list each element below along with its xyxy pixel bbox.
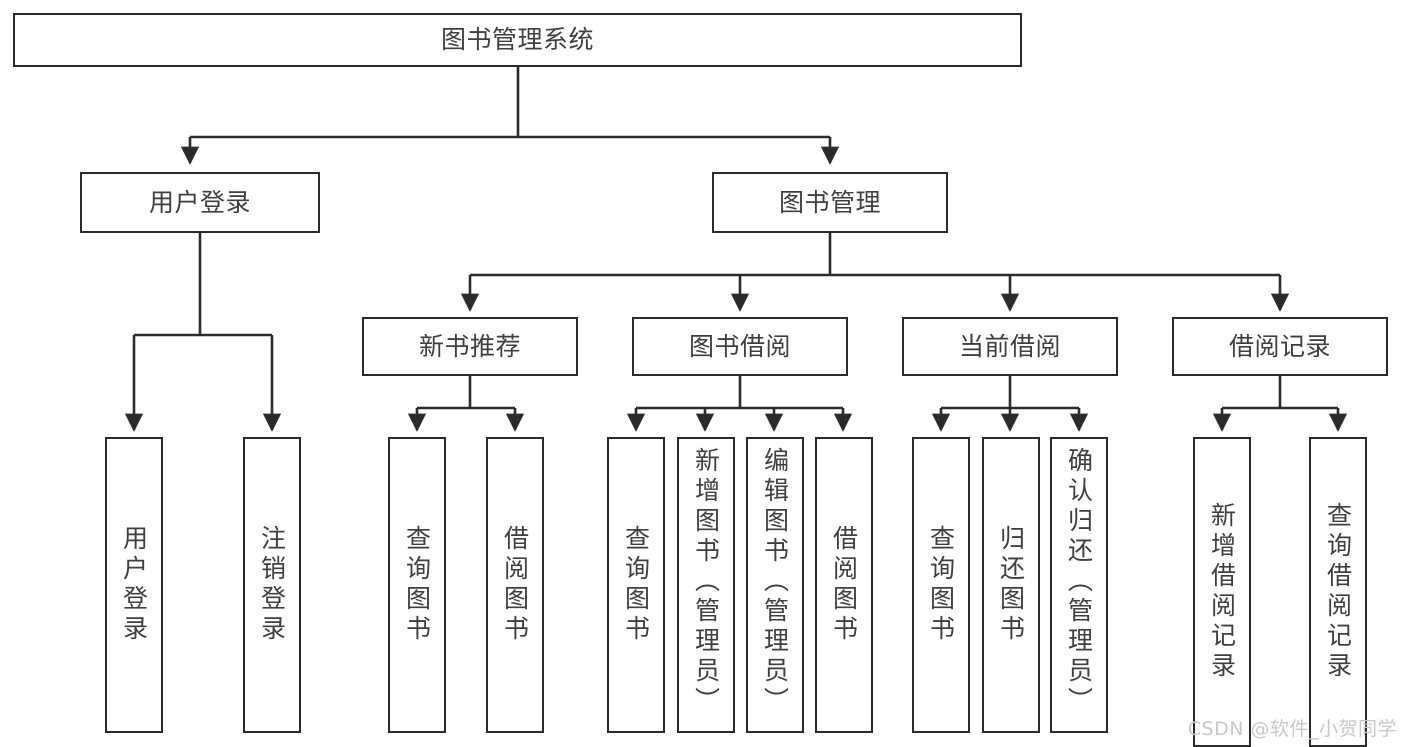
node-label: 新增图书（管理员） — [691, 447, 721, 717]
node-borrow-record[interactable]: 借阅记录 — [1172, 317, 1388, 376]
node-label: 编辑图书（管理员） — [760, 447, 790, 717]
node-label: 新增借阅记录 — [1207, 502, 1237, 682]
csdn-watermark: CSDN @软件_小贺同学 — [1187, 718, 1397, 740]
node-label: 新书推荐 — [418, 331, 521, 361]
node-label: 归还图书 — [996, 525, 1026, 645]
node-label: 查询图书 — [926, 525, 956, 645]
node-root-system[interactable]: 图书管理系统 — [13, 13, 1022, 67]
leaf-book-borrow-borrow-book[interactable]: 借阅图书 — [815, 437, 873, 733]
node-user-login[interactable]: 用户登录 — [80, 172, 320, 233]
leaf-book-borrow-add-book-admin[interactable]: 新增图书（管理员） — [677, 437, 735, 733]
node-label: 查询图书 — [402, 525, 432, 645]
leaf-user-login-login[interactable]: 用户登录 — [105, 437, 163, 733]
node-label: 图书管理 — [778, 187, 881, 217]
node-book-management[interactable]: 图书管理 — [712, 172, 948, 233]
node-label: 借阅记录 — [1228, 331, 1331, 361]
node-label: 图书管理系统 — [440, 25, 594, 54]
leaf-book-borrow-query-book[interactable]: 查询图书 — [607, 437, 665, 733]
node-label: 借阅图书 — [829, 525, 859, 645]
node-label: 用户登录 — [148, 187, 251, 217]
node-new-book-recommend[interactable]: 新书推荐 — [362, 317, 578, 376]
leaf-new-book-borrow-book[interactable]: 借阅图书 — [486, 437, 544, 733]
leaf-current-borrow-confirm-return-admin[interactable]: 确认归还（管理员） — [1050, 437, 1108, 733]
node-book-borrow[interactable]: 图书借阅 — [632, 317, 848, 376]
leaf-borrow-record-add-record[interactable]: 新增借阅记录 — [1193, 437, 1251, 747]
node-label: 查询图书 — [621, 525, 651, 645]
leaf-user-login-logout[interactable]: 注销登录 — [243, 437, 301, 733]
leaf-borrow-record-query-record[interactable]: 查询借阅记录 — [1309, 437, 1367, 747]
node-label: 借阅图书 — [500, 525, 530, 645]
node-label: 注销登录 — [257, 525, 287, 645]
leaf-current-borrow-return-book[interactable]: 归还图书 — [982, 437, 1040, 733]
node-label: 图书借阅 — [688, 331, 791, 361]
node-label: 当前借阅 — [958, 331, 1061, 361]
node-current-borrow[interactable]: 当前借阅 — [902, 317, 1118, 376]
leaf-current-borrow-query-book[interactable]: 查询图书 — [912, 437, 970, 733]
node-label: 确认归还（管理员） — [1064, 447, 1094, 717]
node-label: 用户登录 — [119, 525, 149, 645]
leaf-new-book-query-book[interactable]: 查询图书 — [388, 437, 446, 733]
leaf-book-borrow-edit-book-admin[interactable]: 编辑图书（管理员） — [746, 437, 804, 733]
node-label: 查询借阅记录 — [1323, 502, 1353, 682]
